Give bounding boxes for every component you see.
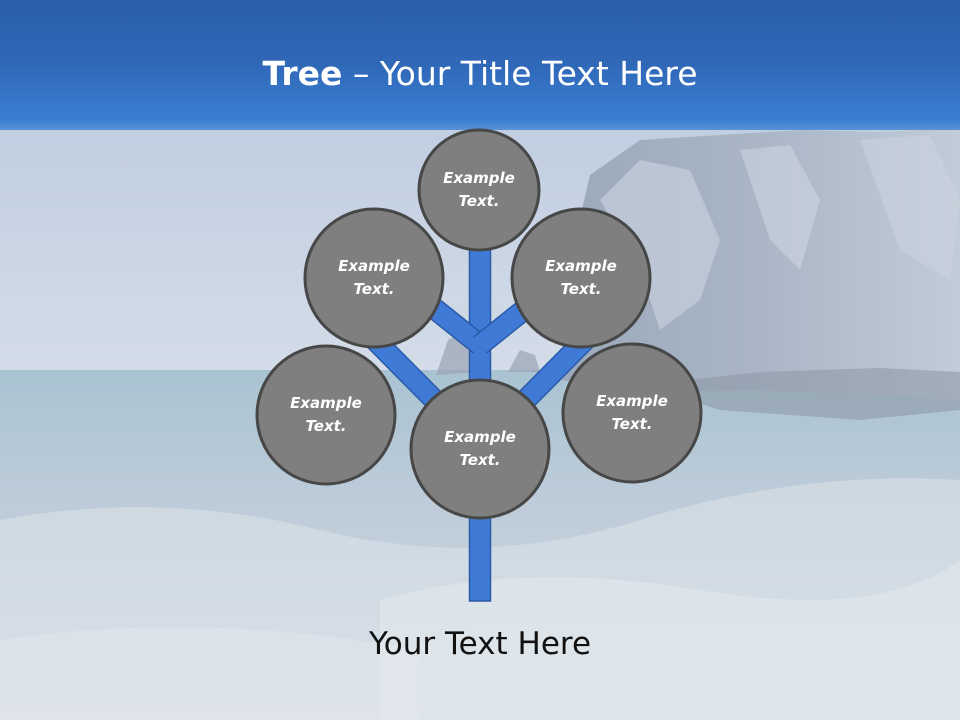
node-circle-top (417, 128, 541, 252)
node-circle-upper-left (303, 207, 445, 349)
node-label-center: Example Text. (444, 428, 516, 469)
title-bold-part: Tree (262, 54, 343, 93)
tree-nodes (255, 128, 703, 520)
node-circle-center (409, 378, 551, 520)
node-circle-upper-right (510, 207, 652, 349)
node-label-upper-right: Example Text. (545, 257, 617, 298)
node-label-right: Example Text. (596, 392, 668, 433)
title-separator: – (342, 54, 380, 93)
footer-text: Your Text Here (368, 626, 592, 662)
node-circle-left (255, 344, 397, 486)
node-label-left: Example Text. (290, 394, 362, 435)
slide-title: Tree – Your Title Text Here (0, 52, 960, 96)
title-text: Your Title Text Here (379, 54, 698, 93)
title-band: Tree – Your Title Text Here (0, 0, 960, 130)
node-label-top: Example Text. (443, 169, 515, 210)
node-label-upper-left: Example Text. (338, 257, 410, 298)
node-circle-right (561, 342, 703, 484)
